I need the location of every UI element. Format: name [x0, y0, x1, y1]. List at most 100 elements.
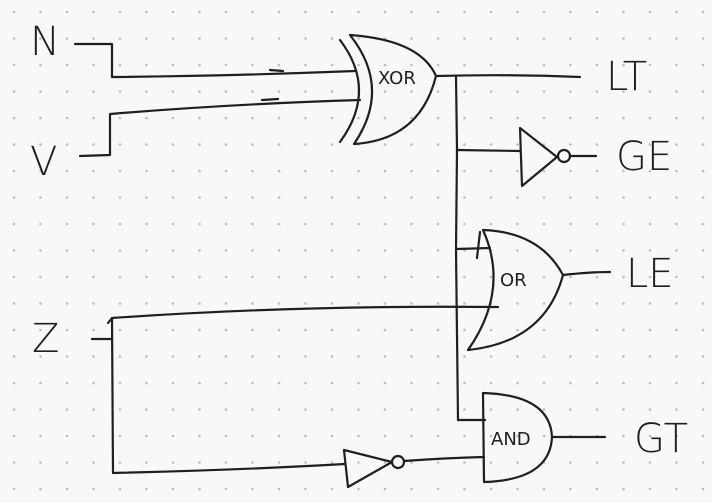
grid-dot [569, 143, 572, 146]
grid-dot [92, 37, 95, 40]
grid-dot [224, 90, 228, 93]
grid-dot [357, 196, 360, 199]
grid-dot [516, 169, 519, 173]
grid-dot [383, 143, 387, 146]
grid-dot [65, 196, 69, 199]
grid-dot [595, 10, 599, 14]
grid-dot [65, 116, 69, 120]
grid-dot [436, 10, 440, 14]
grid-dot [516, 116, 519, 120]
grid-dot [145, 116, 148, 120]
grid-dot [516, 143, 519, 146]
and-gate-label: AND [491, 429, 531, 450]
grid-dot [622, 355, 625, 358]
grid-dot [383, 487, 387, 491]
grid-dot [357, 355, 360, 358]
grid-dot [330, 116, 334, 120]
grid-dot [12, 355, 16, 358]
grid-dot [463, 63, 466, 67]
grid-dot [145, 434, 148, 438]
grid-dot [12, 222, 16, 226]
grid-dot [516, 196, 519, 199]
grid-dot [648, 169, 652, 173]
grid-dot [569, 37, 572, 40]
grid-dot [330, 302, 334, 305]
grid-dot [145, 90, 148, 93]
grid-dot [357, 434, 360, 438]
grid-dot [463, 169, 466, 173]
grid-dot [357, 275, 360, 279]
grid-dot [410, 434, 413, 438]
grid-dot [118, 302, 122, 305]
grid-dot [304, 10, 307, 14]
wire-z-down [110, 316, 347, 475]
grid-dot [701, 487, 705, 491]
grid-dot [198, 116, 201, 120]
grid-dot [383, 249, 387, 252]
grid-dot [542, 355, 546, 358]
grid-dot [118, 355, 122, 358]
grid-dot [145, 10, 148, 14]
grid-dot [383, 90, 387, 93]
grid-dot [516, 461, 519, 464]
grid-dot [542, 169, 546, 173]
grid-dot [648, 10, 652, 14]
grid-dot [251, 169, 254, 173]
grid-dot [489, 461, 493, 464]
grid-dot [304, 487, 307, 491]
grid-dot [118, 461, 122, 464]
grid-dot [251, 37, 254, 40]
grid-dot [516, 408, 519, 411]
grid-dot [463, 381, 466, 385]
grid-dot [65, 302, 69, 305]
grid-dot [304, 302, 307, 305]
grid-dot [92, 302, 95, 305]
grid-dot [569, 355, 572, 358]
grid-dot [675, 222, 678, 226]
grid-dot [463, 487, 466, 491]
wire-to-or-top [455, 246, 492, 251]
grid-dot [145, 487, 148, 491]
grid-dot [595, 275, 599, 279]
grid-dot [701, 10, 705, 14]
grid-dot [410, 37, 413, 40]
grid-dot [463, 302, 466, 305]
grid-dot [39, 37, 42, 40]
grid-dot [542, 63, 546, 67]
grid-dot [251, 487, 254, 491]
grid-dot [39, 10, 42, 14]
grid-dot [304, 222, 307, 226]
grid-dot [436, 275, 440, 279]
grid-dot [622, 408, 625, 411]
grid-dot [12, 10, 16, 14]
grid-dot [277, 487, 281, 491]
grid-dot [648, 408, 652, 411]
grid-dot [622, 249, 625, 252]
grid-dot [595, 196, 599, 199]
grid-dot [277, 10, 281, 14]
grid-dot [648, 90, 652, 93]
grid-dot [675, 408, 678, 411]
grid-dot [675, 302, 678, 305]
grid-dot [145, 249, 148, 252]
grid-dot [304, 63, 307, 67]
output-label-le: LE [626, 251, 674, 297]
grid-dot [701, 302, 705, 305]
grid-dot [65, 434, 69, 438]
grid-dot [145, 222, 148, 226]
grid-dot [92, 143, 95, 146]
grid-dot [12, 143, 16, 146]
grid-dot [595, 461, 599, 464]
grid-dot [65, 461, 69, 464]
grid-dot [622, 302, 625, 305]
grid-dot [39, 275, 42, 279]
grid-dot [595, 408, 599, 411]
grid-dot [171, 37, 175, 40]
grid-dot [357, 461, 360, 464]
grid-dot [410, 90, 413, 93]
grid-dot [410, 169, 413, 173]
grid-dot [304, 434, 307, 438]
grid-dot [516, 275, 519, 279]
grid-dot [648, 487, 652, 491]
grid-dot [489, 196, 493, 199]
